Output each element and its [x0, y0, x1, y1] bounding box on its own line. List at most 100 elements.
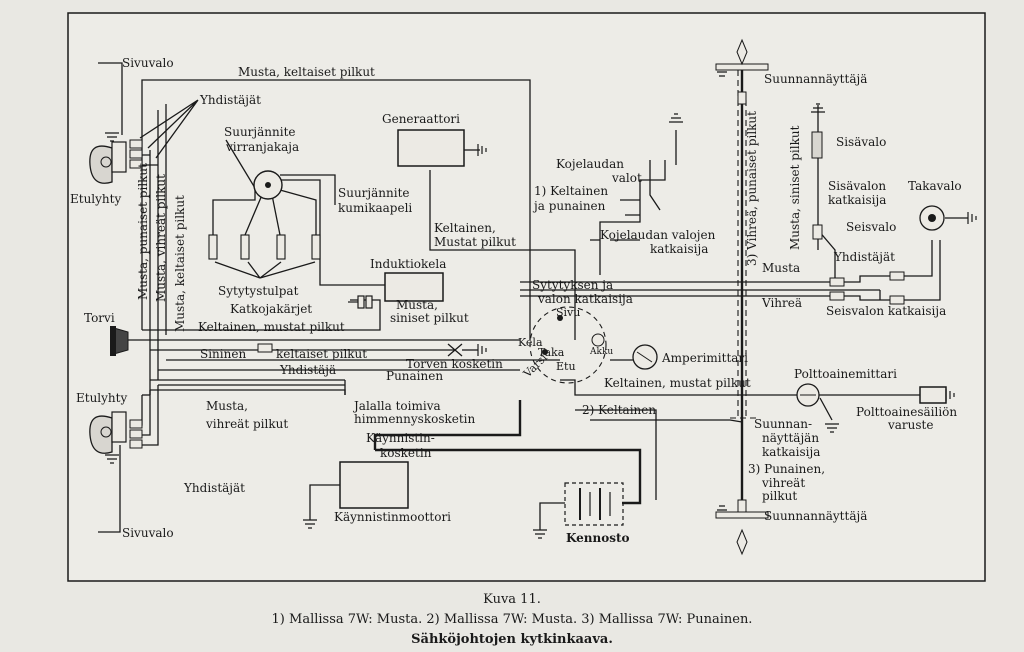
connectors: [129, 139, 905, 449]
horn: [110, 326, 129, 356]
label-etulyhty-bottom: Etulyhty: [76, 391, 127, 405]
label-sisavalon-katkaisija-2: katkaisija: [828, 193, 886, 207]
label-generaattori: Generaattori: [382, 112, 460, 126]
label-jalalla-1: Jalalla toimiva: [352, 399, 441, 413]
label-musta-vihreat-2: vihreät pilkut: [205, 417, 288, 431]
label-taka: Taka: [538, 346, 565, 359]
fuel-tank-unit: [919, 386, 947, 404]
headlamp-top: [89, 141, 127, 184]
label-musta-right: Musta: [762, 261, 800, 275]
label-sytytyksen-2: valon katkaisija: [537, 292, 633, 306]
label-suurjannite-kaapeli-1: Suurjännite: [338, 186, 410, 200]
distributor: [253, 170, 283, 200]
label-kela: Kela: [518, 336, 543, 349]
label-sytytyksen-1: Sytytyksen ja: [532, 278, 613, 292]
label-kojelaudan-valot-1: Kojelaudan: [556, 157, 624, 171]
label-vert-vihrea-punaiset: 3) Vihreä, punaiset pilkut: [745, 111, 759, 266]
label-keltainen-mustat-pilkut: Keltainen, mustat pilkut: [198, 320, 345, 334]
label-vert-musta-siniset: Musta, siniset pilkut: [788, 125, 802, 250]
label-musta-vihreat-1: Musta,: [206, 399, 248, 413]
label-keltainen-mustat-1: Keltainen,: [434, 221, 496, 235]
label-suunnan-1: Suunnan-: [754, 417, 812, 431]
label-sivu: Sivu: [556, 306, 580, 319]
label-kojelaudan-valojen-1: Kojelaudan valojen: [600, 228, 716, 242]
label-kojelaudan-valot-2: valot: [611, 171, 642, 185]
label-polttoainesailion-1: Polttoainesäiliön: [856, 405, 957, 419]
label-punainen: Punainen: [386, 369, 443, 383]
label-musta-keltaiset-top: Musta, keltaiset pilkut: [238, 65, 375, 79]
label-akku: Akku: [589, 347, 613, 357]
label-sivuvalo-top: Sivuvalo: [122, 56, 174, 70]
label-etu: Etu: [556, 360, 576, 373]
horn-button: [447, 343, 463, 357]
label-jalalla-2: himmennyskosketin: [354, 412, 476, 426]
label-yhdistaja: Yhdistäjä: [279, 363, 336, 377]
label-kennosto: Kennosto: [566, 531, 630, 545]
breaker-points: [348, 295, 373, 309]
ignition-switch: [529, 306, 607, 384]
label-keltainen-punainen-2: ja punainen: [532, 199, 606, 213]
label-kaynnistin-2: kosketin: [380, 446, 432, 460]
caption-notes: 1) Mallissa 7W: Musta. 2) Mallissa 7W: M…: [272, 612, 753, 627]
label-yhdistajat-top: Yhdistäjät: [199, 93, 261, 107]
label-seisvalon-katkaisija: Seisvalon katkaisija: [826, 304, 946, 318]
label-katkojakarjet: Katkojakärjet: [230, 302, 312, 316]
label-vert-musta-vihreat: Musta, vihreät pilkut: [154, 174, 168, 302]
headlamp-bottom: [89, 411, 127, 454]
label-polttoainemittari: Polttoainemittari: [794, 367, 897, 381]
fuel-gauge: [796, 383, 820, 407]
label-kojelaudan-valojen-2: katkaisija: [650, 242, 708, 256]
label-kaynnistinmoottori: Käynnistinmoottori: [334, 510, 451, 524]
generator: [397, 129, 465, 167]
label-suunnan-3: katkaisija: [762, 445, 820, 459]
caption-figure: Kuva 11.: [483, 592, 541, 607]
label-yhdistajat-right: Yhdistäjät: [833, 250, 895, 264]
label-suurjannite-jakaja-2: virranjakaja: [225, 140, 299, 154]
label-keltainen-punainen-1: 1) Keltainen: [534, 184, 608, 198]
wires: [98, 62, 968, 533]
label-takavalo: Takavalo: [908, 179, 962, 193]
label-punainen-vihreat-1: 3) Punainen,: [748, 462, 825, 476]
battery: [564, 482, 624, 526]
label-seisvalo: Seisvalo: [846, 220, 896, 234]
label-sisavalon-katkaisija-1: Sisävalon: [828, 179, 886, 193]
label-suurjannite-jakaja-1: Suurjännite: [224, 125, 296, 139]
spark-plugs: [208, 234, 321, 260]
label-kaynnistin-1: Käynnistin-: [366, 431, 435, 445]
ignition-coil: [384, 272, 444, 302]
direction-indicator-top: [715, 38, 769, 105]
label-sytytystulpat: Sytytystulpat: [218, 284, 299, 298]
label-keltaiset-pilkut: keltaiset pilkut: [276, 347, 367, 361]
label-induktiokela: Induktiokela: [370, 257, 446, 271]
label-torvi: Torvi: [84, 311, 115, 325]
label-suunnannayttaja-bottom: Suunnannäyttäjä: [764, 509, 867, 523]
interior-lamp: [811, 131, 823, 159]
label-suunnannayttaja-top: Suunnannäyttäjä: [764, 72, 867, 86]
label-keltainen-2: 2) Keltainen: [582, 403, 656, 417]
label-punainen-vihreat-2: vihreät: [761, 476, 805, 490]
label-polttoainesailion-2: varuste: [887, 418, 933, 432]
label-keltainen-mustat-2: Mustat pilkut: [434, 235, 516, 249]
label-torven-kosketin: Torven kosketin: [406, 357, 503, 371]
label-sivuvalo-bottom: Sivuvalo: [122, 526, 174, 540]
label-amperimittari: Amperimittari: [661, 351, 748, 365]
label-yhdistajat-bottom: Yhdistäjät: [183, 481, 245, 495]
starter-motor: [339, 461, 409, 509]
caption-title: Sähköjohtojen kytkinkaava.: [411, 632, 613, 647]
label-musta-siniset-1: Musta,: [396, 298, 438, 312]
dashed-wires: [730, 70, 760, 500]
tail-lamp: [919, 205, 945, 231]
label-sisavalo: Sisävalo: [836, 135, 886, 149]
label-suurjannite-kaapeli-2: kumikaapeli: [338, 201, 412, 215]
direction-indicator-bottom: [715, 499, 769, 556]
label-keltainen-mustat-pilkut-2: Keltainen, mustat pilkut: [604, 376, 751, 390]
label-etulyhty-top: Etulyhty: [70, 192, 121, 206]
label-sininen: Sininen: [200, 347, 246, 361]
ammeter: [632, 344, 658, 370]
label-suunnan-2: näyttäjän: [762, 431, 819, 445]
ground-symbols: [105, 71, 977, 539]
label-vert-musta-punaiset: Musta, punaiset pilkut: [136, 163, 150, 300]
label-punainen-vihreat-3: pilkut: [762, 489, 797, 503]
label-musta-siniset-2: siniset pilkut: [390, 311, 469, 325]
